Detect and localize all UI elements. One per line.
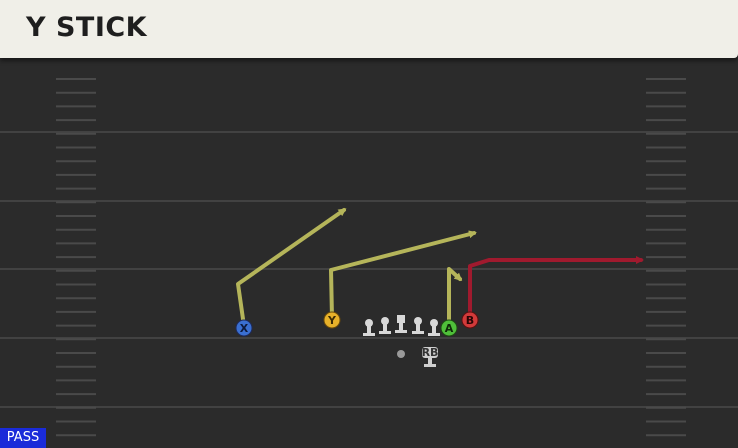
lineman-icon [412, 317, 424, 334]
receiver-a-label: A [445, 322, 454, 335]
receiver-a[interactable]: A [440, 319, 458, 337]
route-y-corner [329, 230, 477, 320]
routes [236, 208, 644, 328]
receiver-b-label: B [466, 314, 474, 327]
running-back[interactable]: RB [422, 346, 439, 367]
rb-label: RB [422, 346, 439, 359]
center-icon [395, 315, 407, 333]
route-a-stick [447, 267, 463, 328]
offensive-line [363, 315, 440, 336]
receiver-y[interactable]: Y [323, 311, 341, 329]
lineman-icon [379, 317, 391, 334]
play-type-badge: PASS [0, 428, 46, 448]
yard-lines [0, 131, 738, 408]
route-b-out [468, 256, 644, 320]
receiver-y-label: Y [327, 314, 337, 327]
hash-marks [56, 78, 686, 437]
route-x-post [236, 208, 347, 328]
receiver-x-label: X [240, 322, 249, 335]
quarterback-icon [397, 350, 405, 358]
play-title-bar: Y STICK [0, 0, 738, 58]
receiver-b[interactable]: B [461, 311, 479, 329]
lineman-icon [428, 319, 440, 336]
receiver-x[interactable]: X [235, 319, 253, 337]
play-field: RB X Y A B [0, 78, 738, 437]
lineman-icon [363, 319, 375, 336]
play-title: Y STICK [26, 12, 148, 43]
